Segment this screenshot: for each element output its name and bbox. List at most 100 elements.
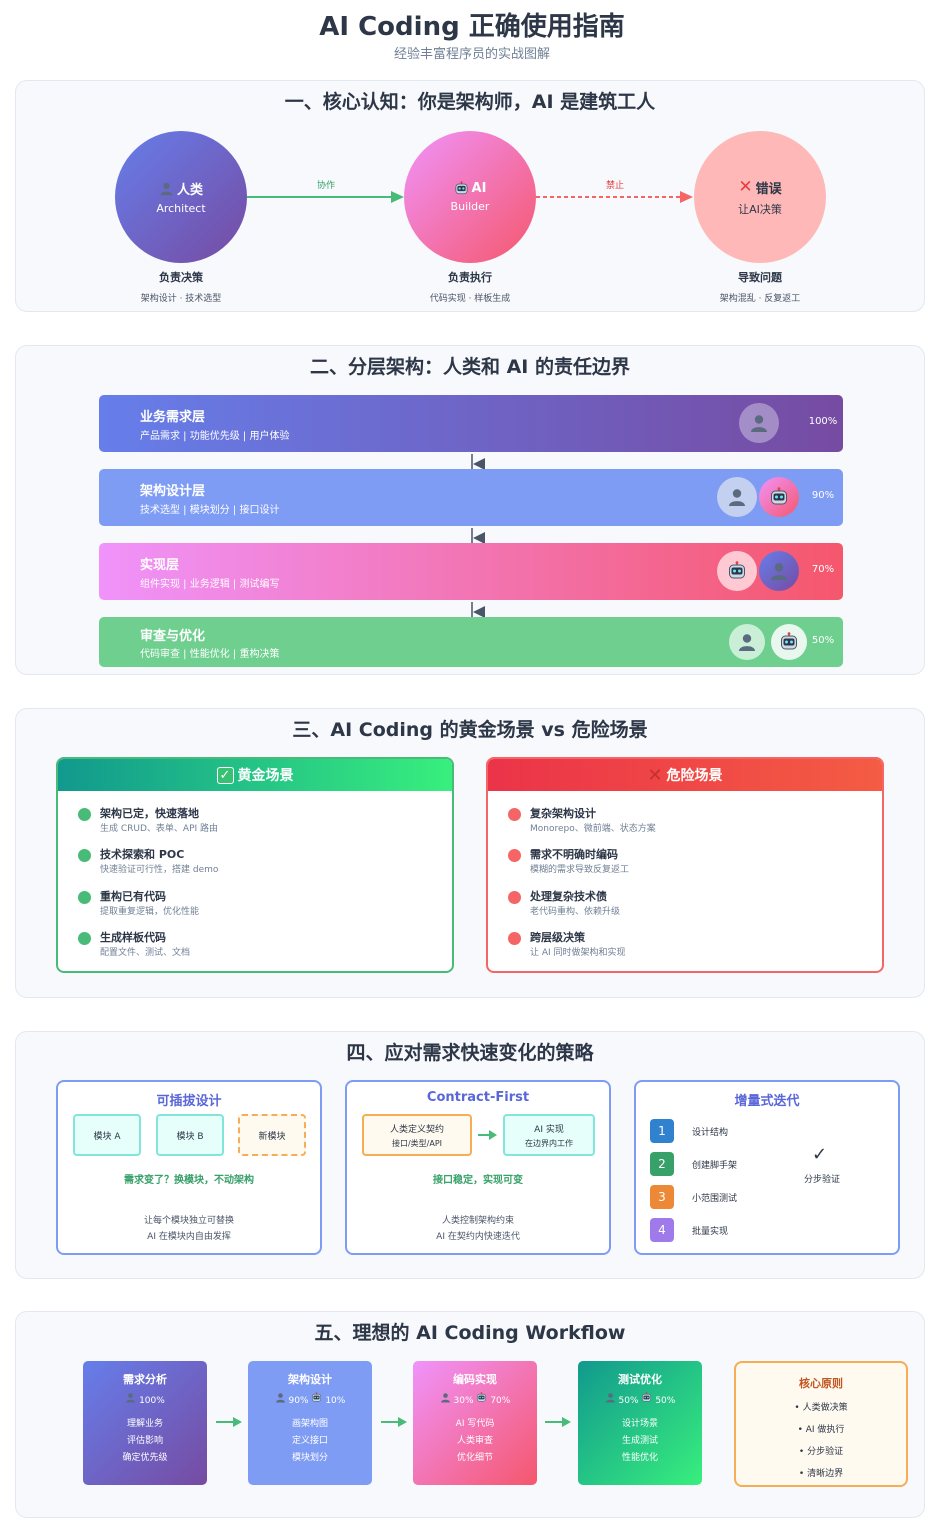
step-title: 架构设计 bbox=[288, 1373, 332, 1386]
ai-share: 50% bbox=[655, 1396, 676, 1406]
contract-arrow bbox=[478, 1130, 497, 1140]
step-share: 30% 70% bbox=[413, 1392, 537, 1406]
caption-title: 负责执行 bbox=[448, 271, 492, 284]
green-dot bbox=[78, 932, 91, 945]
step-label: 设计结构 bbox=[692, 1128, 729, 1138]
step-title: 需求分析 bbox=[123, 1373, 167, 1386]
item-sub: 模糊的需求导致反复返工 bbox=[530, 865, 630, 875]
step-label: 批量实现 bbox=[692, 1227, 729, 1237]
layer-name: 业务需求层 bbox=[140, 410, 206, 425]
caption-sub: 架构混乱 · 反复返工 bbox=[719, 294, 801, 304]
robot-icon bbox=[454, 181, 469, 196]
layer-percent: 70% bbox=[811, 564, 835, 575]
person-icon bbox=[125, 1392, 136, 1403]
cross-mark-icon: ✕ bbox=[647, 764, 663, 786]
task-line: 人类审查 bbox=[456, 1436, 493, 1446]
card-title: 可插拔设计 bbox=[156, 1094, 222, 1109]
step-share: 100% bbox=[83, 1392, 207, 1406]
item-title: 重构已有代码 bbox=[100, 890, 166, 903]
layer-desc: 技术选型 | 模块划分 | 接口设计 bbox=[140, 505, 280, 516]
green-dot bbox=[78, 849, 91, 862]
ai-share: 10% bbox=[325, 1396, 346, 1406]
caption-sub: 代码实现 · 样板生成 bbox=[429, 294, 511, 304]
robot-icon bbox=[779, 632, 799, 652]
step-label: 小范围测试 bbox=[692, 1194, 738, 1204]
card-title: Contract-First bbox=[426, 1090, 530, 1105]
item-title: 需求不明确时编码 bbox=[530, 848, 618, 861]
task-line: 定义接口 bbox=[291, 1436, 328, 1446]
step-number: 4 bbox=[650, 1218, 674, 1242]
step-number: 3 bbox=[650, 1185, 674, 1209]
human-role: Architect bbox=[156, 202, 206, 215]
person-icon bbox=[737, 632, 757, 652]
caption-title: 导致问题 bbox=[738, 271, 782, 284]
item-title: 跨层级决策 bbox=[530, 931, 585, 944]
section-core-cognition: 一、核心认知：你是架构师，AI 是建筑工人 人类 Architect AI Bu… bbox=[15, 80, 925, 312]
pluggable-design-card: 可插拔设计 模块 A 模块 B 新模块 需求变了？换模块，不动架构 让每个模块独… bbox=[56, 1080, 322, 1255]
task-line: 评估影响 bbox=[126, 1436, 163, 1446]
layer-name: 实现层 bbox=[140, 558, 180, 573]
step-tasks: 理解业务 评估影响 确定优先级 bbox=[83, 1416, 207, 1467]
layer-business: 业务需求层 产品需求 | 功能优先级 | 用户体验 100% bbox=[99, 395, 843, 452]
forbid-arrow bbox=[536, 191, 693, 203]
ai-builder-circle: AI Builder bbox=[404, 131, 536, 263]
task-line: 设计场景 bbox=[621, 1419, 658, 1429]
module-b: 模块 B bbox=[156, 1114, 224, 1156]
principle-item: • 分步验证 bbox=[798, 1447, 844, 1457]
section-title: 五、理想的 AI Coding Workflow bbox=[314, 1322, 626, 1344]
pluggable-note: 需求变了？换模块，不动架构 bbox=[124, 1175, 254, 1186]
wrong-caption: 导致问题 架构混乱 · 反复返工 bbox=[660, 269, 860, 304]
step-number: 1 bbox=[650, 1119, 674, 1143]
step-label: 创建脚手架 bbox=[692, 1161, 738, 1171]
task-line: 理解业务 bbox=[126, 1419, 163, 1429]
task-line: 生成测试 bbox=[621, 1436, 658, 1446]
principle-item: • AI 做执行 bbox=[797, 1425, 845, 1435]
robot-icon bbox=[727, 561, 747, 581]
collab-arrow bbox=[247, 191, 404, 203]
human-caption: 负责决策 架构设计 · 技术选型 bbox=[81, 269, 281, 304]
robot-icon bbox=[641, 1392, 652, 1403]
card-title: 增量式迭代 bbox=[734, 1094, 800, 1109]
item-sub: 提取重复逻辑，优化性能 bbox=[100, 907, 200, 917]
robot-icon bbox=[311, 1392, 322, 1403]
task-line: 画架构图 bbox=[291, 1419, 328, 1429]
step-share: 90% 10% bbox=[248, 1392, 372, 1406]
contract-line: 人类控制架构约束 bbox=[441, 1216, 514, 1226]
danger-header: ✕ 危险场景 bbox=[488, 759, 882, 791]
robot-icon bbox=[769, 487, 789, 507]
caption-sub: 架构设计 · 技术选型 bbox=[140, 294, 222, 304]
impl-title: AI 实现 bbox=[534, 1124, 564, 1135]
task-line: AI 写代码 bbox=[455, 1419, 495, 1429]
human-share: 50% bbox=[618, 1396, 639, 1406]
human-share: 30% bbox=[453, 1396, 474, 1406]
person-icon bbox=[159, 181, 174, 196]
item-title: 生成样板代码 bbox=[100, 931, 166, 944]
gold-scenario-card: ✓ 黄金场景 架构已定，快速落地生成 CRUD、表单、API 路由 技术探索和 … bbox=[56, 757, 454, 973]
layer-implementation: 实现层 组件实现 | 业务逻辑 | 测试编写 70% bbox=[99, 543, 843, 600]
pluggable-line: AI 在模块内自由发挥 bbox=[147, 1232, 231, 1242]
gold-title: 黄金场景 bbox=[237, 768, 294, 784]
person-icon bbox=[749, 413, 769, 433]
item-title: 复杂架构设计 bbox=[530, 807, 596, 820]
person-icon bbox=[440, 1392, 451, 1403]
page-title: AI Coding 正确使用指南 bbox=[319, 12, 625, 42]
red-dot bbox=[508, 891, 521, 904]
person-avatar bbox=[717, 477, 757, 517]
ai-role: Builder bbox=[450, 200, 490, 213]
section-workflow: 五、理想的 AI Coding Workflow 需求分析 100% 理解业务 … bbox=[15, 1311, 925, 1518]
section-strategies: 四、应对需求快速变化的策略 可插拔设计 模块 A 模块 B 新模块 需求变了？换… bbox=[15, 1031, 925, 1279]
module-a: 模块 A bbox=[73, 1114, 141, 1156]
person-avatar bbox=[729, 624, 765, 660]
robot-avatar bbox=[759, 477, 799, 517]
workflow-step-coding: 编码实现 30% 70% AI 写代码 人类审查 优化细节 bbox=[413, 1361, 537, 1485]
incremental-iteration-card: 增量式迭代 1 设计结构 2 创建脚手架 3 小范围测试 4 批量实现 ✓ 分步… bbox=[634, 1080, 900, 1255]
cross-mark-icon: ✕ bbox=[738, 177, 753, 197]
principle-item: • 人类做决策 bbox=[794, 1403, 848, 1413]
layer-desc: 代码审查 | 性能优化 | 重构决策 bbox=[140, 649, 280, 660]
layer-review: 审查与优化 代码审查 | 性能优化 | 重构决策 50% bbox=[99, 617, 843, 667]
section-title: 三、AI Coding 的黄金场景 vs 危险场景 bbox=[292, 719, 648, 741]
ai-name: AI bbox=[471, 181, 487, 196]
item-sub: Monorepo、微前端、状态方案 bbox=[530, 824, 656, 834]
verify-label: 分步验证 bbox=[804, 1175, 841, 1185]
step-share: 50% 50% bbox=[578, 1392, 702, 1406]
